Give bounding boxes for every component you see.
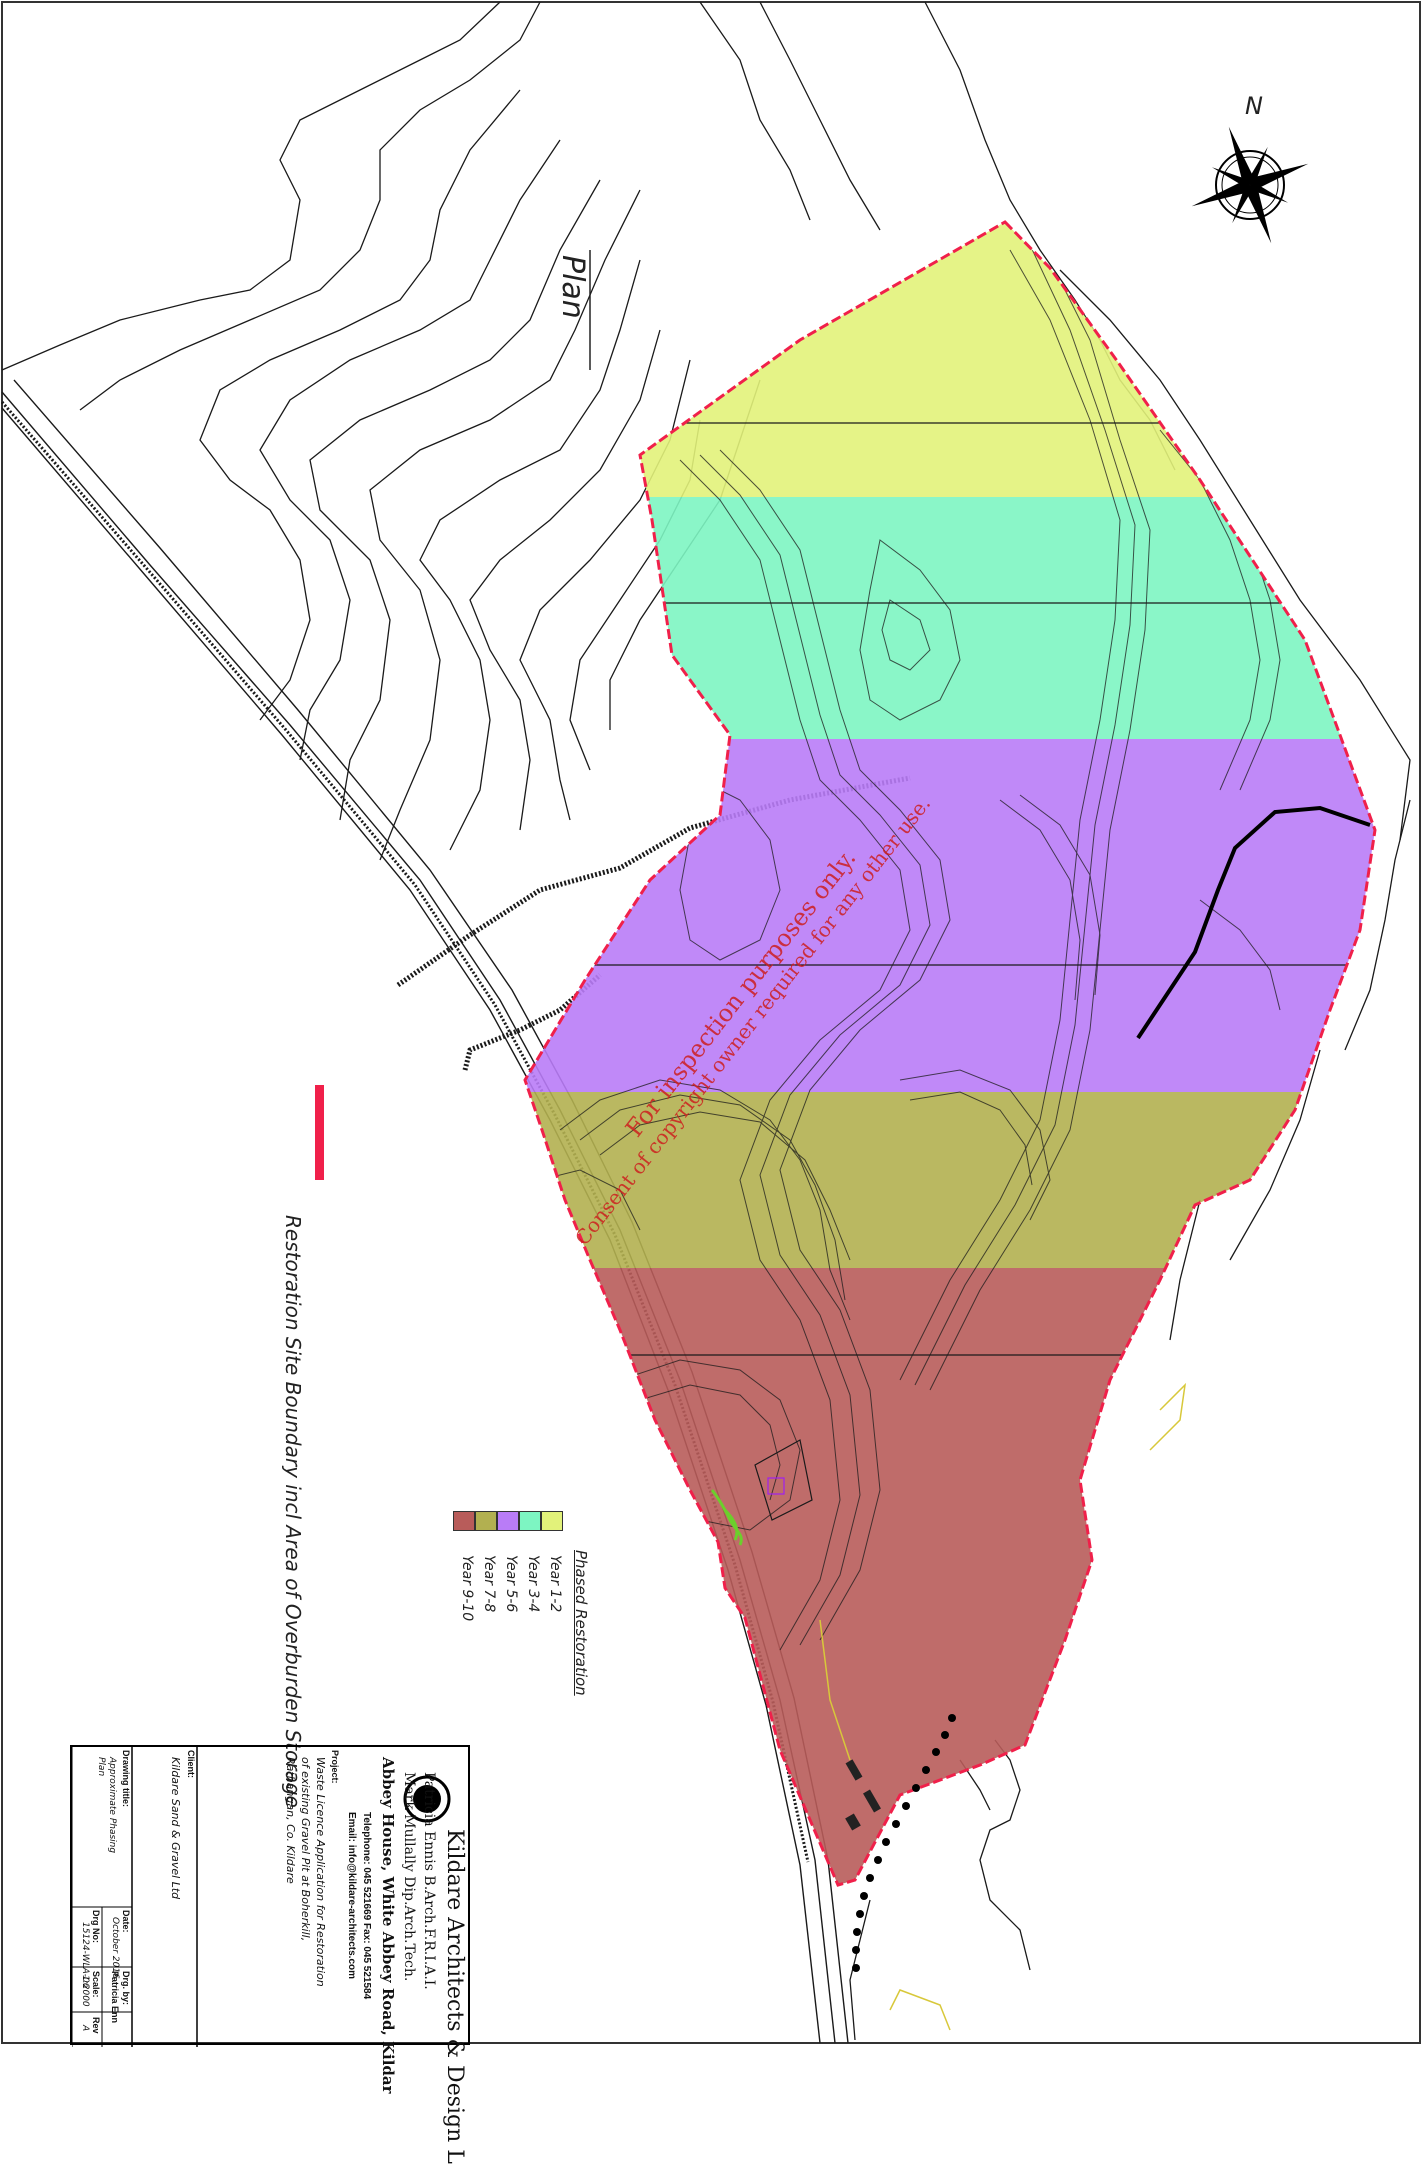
- drawing-title-line-1: Approximate Phasing: [107, 1757, 117, 1854]
- boundary-legend-label: Restoration Site Boundary incl Area of O…: [281, 1215, 305, 1808]
- legend-swatch-year-9-10: [453, 1511, 475, 1531]
- legend-title: Phased Restoration: [572, 1550, 590, 1696]
- project-line-2: of existing Gravel Pit at Boherkill,: [299, 1757, 312, 1942]
- legend-swatch-year-3-4: [519, 1511, 541, 1531]
- drain-line: [1136, 805, 1371, 1040]
- site-buildings: [845, 1759, 881, 1831]
- terrain-contours: [1, 1, 1411, 2041]
- legend-swatch-year-1-2: [541, 1511, 563, 1531]
- scale-label: Scale:: [91, 1971, 101, 1998]
- scale-value: 1:2000: [80, 1975, 90, 2007]
- entrance-fence: [852, 1714, 956, 1972]
- legend-label-year-9-10: Year 9-10: [459, 1555, 475, 1622]
- drawing-title-label: Drawing title:: [121, 1750, 131, 1808]
- drawn-by-label: Drg. by:: [121, 1971, 131, 2006]
- legend-label-year-5-6: Year 5-6: [503, 1555, 519, 1613]
- yellow-features: [819, 1382, 1187, 2031]
- drawing-number-label: Drg No:: [91, 1910, 101, 1943]
- project-label: Project:: [330, 1750, 340, 1784]
- sheet-border: [1, 1, 1421, 2044]
- firm-address: Abbey House, White Abbey Road, Kildar: [379, 1757, 397, 2094]
- firm-email: Email: info@kildare-architects.com: [346, 1812, 357, 1980]
- compass-rose-icon: [1191, 126, 1309, 244]
- title-block: Kildare Architects & Design L Patricia E…: [70, 1745, 470, 2164]
- revision-label: Rev: [91, 2017, 101, 2034]
- client-label: Client:: [186, 1750, 196, 1778]
- north-label: N: [1245, 92, 1263, 120]
- firm-phone: Telephone: 045 521669 Fax: 045 521584: [361, 1812, 372, 2000]
- drawing-title-line-2: Plan: [96, 1757, 106, 1777]
- legend-label-year-7-8: Year 7-8: [481, 1555, 497, 1613]
- architect-1: Patricia Ennis B.Arch.F.R.I.A.I.: [421, 1772, 437, 1990]
- project-line-3: Rathangan, Co. Kildare: [284, 1757, 297, 1884]
- legend-label-year-1-2: Year 1-2: [547, 1555, 563, 1613]
- client-name: Kildare Sand & Gravel Ltd: [169, 1757, 182, 1900]
- drawn-by-value: Patricia Enn: [110, 1971, 120, 2024]
- date-value: October 2016: [110, 1917, 120, 1979]
- firm-name: Kildare Architects & Design L: [442, 1829, 467, 2164]
- plan-label: Plan: [555, 255, 590, 319]
- revision-value: A: [80, 2025, 90, 2032]
- legend-label-year-3-4: Year 3-4: [525, 1555, 541, 1613]
- project-line-1: Waste Licence Application for Restoratio…: [314, 1757, 327, 1987]
- date-label: Date:: [121, 1910, 131, 1933]
- site-plan-map: [0, 1, 1421, 2044]
- legend-swatch-year-5-6: [497, 1511, 519, 1531]
- legend-swatch-year-7-8: [475, 1511, 497, 1531]
- vegetation: [710, 1489, 743, 1546]
- architect-2: Mark Mullally Dip.Arch.Tech.: [401, 1772, 417, 1982]
- compound: [754, 1439, 813, 1521]
- site-boundary: [523, 220, 1377, 1887]
- boundary-legend-swatch: [315, 1085, 324, 1180]
- title-block-grid: [72, 1747, 451, 2047]
